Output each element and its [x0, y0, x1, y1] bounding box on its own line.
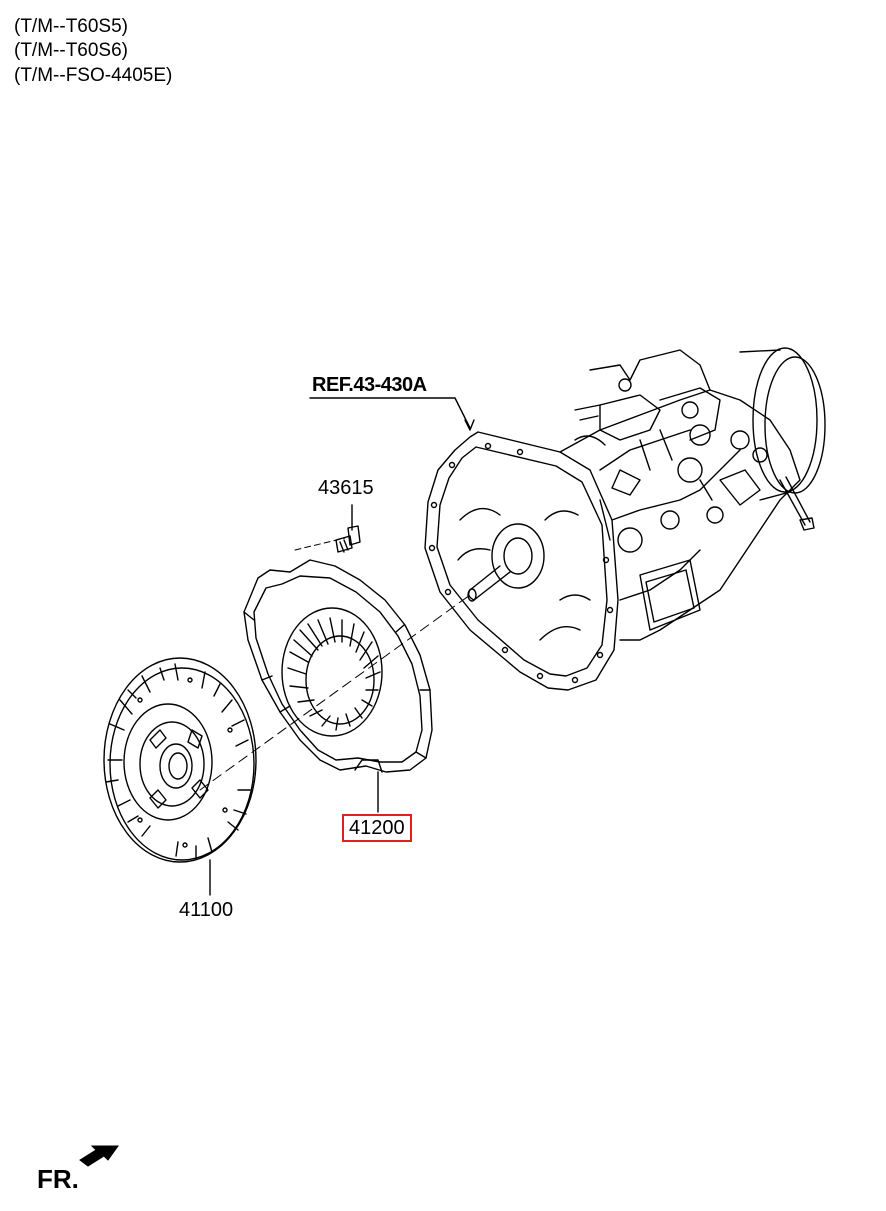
bolt-43615 [335, 525, 361, 553]
model-code-fso-4405e: (T/M--FSO-4405E) [14, 65, 173, 86]
reference-label[interactable]: REF.43-430A [312, 374, 427, 396]
front-arrow-icon [79, 1145, 119, 1167]
clutch-disc-41100 [103, 657, 257, 863]
assembly-axis-line [199, 594, 471, 791]
clutch-cover-41200 [243, 559, 433, 773]
model-code-t60s6: (T/M--T60S6) [14, 40, 128, 61]
model-code-t60s5: (T/M--T60S5) [14, 16, 128, 37]
part-number-clutch-disc[interactable]: 41100 [179, 899, 234, 921]
transmission-assembly [424, 347, 826, 691]
reference-arrowhead [464, 419, 475, 431]
part-number-bolt[interactable]: 43615 [318, 477, 374, 499]
front-indicator-label: FR. [37, 1164, 79, 1194]
reference-leader-line [309, 397, 471, 429]
part-number-clutch-cover[interactable]: 41200 [342, 814, 412, 842]
